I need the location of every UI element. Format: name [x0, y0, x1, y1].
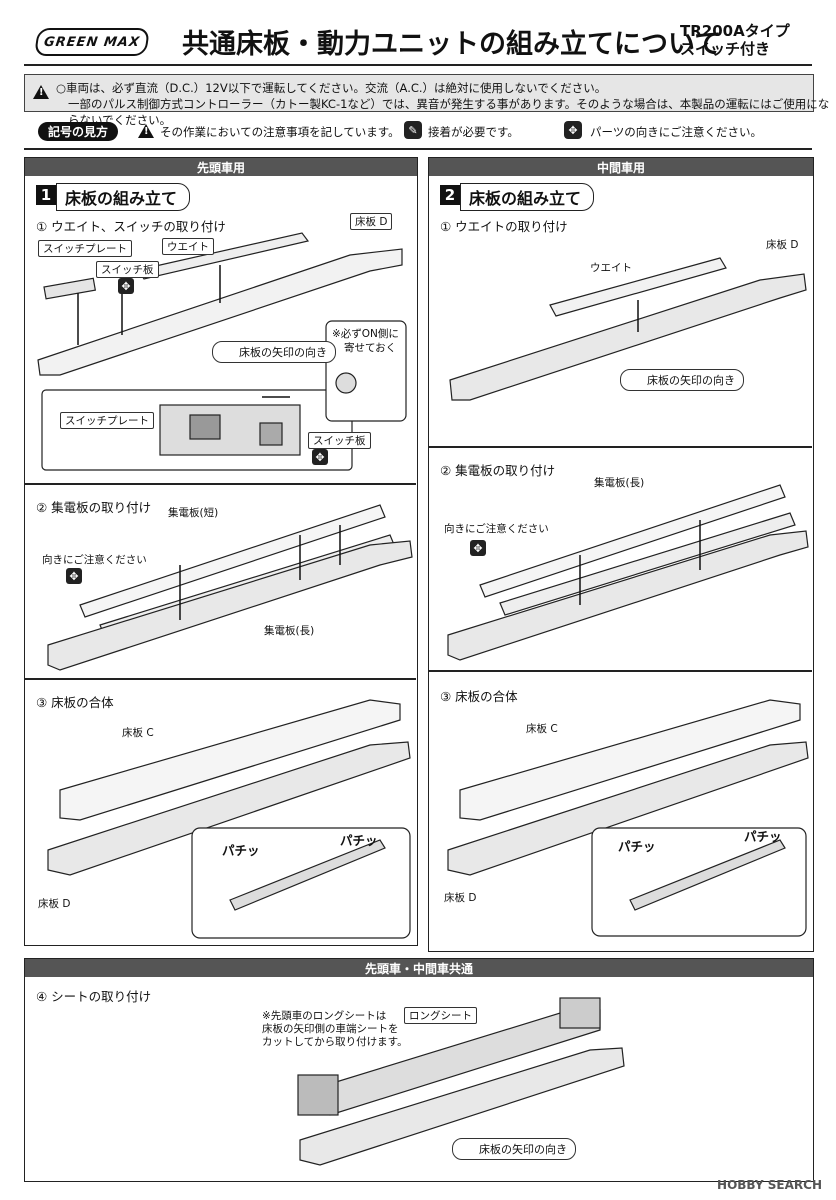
left-sub-2: ② 集電板の取り付け	[36, 500, 152, 515]
legend-badge: 記号の見方	[38, 122, 118, 141]
left-switch-board-inset-label: スイッチ板	[308, 432, 371, 449]
left-weight-label: ウエイト	[162, 238, 214, 255]
left-step2-drawing	[47, 504, 413, 671]
left-collector-orientation-icon: ✥	[66, 568, 82, 584]
left-floor-d-label: 床板 D	[350, 213, 393, 230]
bottom-sub: ④ シートの取り付け	[36, 989, 152, 1004]
right-floor-d-plate	[447, 741, 809, 876]
right-collector-orientation-icon: ✥	[470, 540, 486, 556]
subtitle-line-1: TR200Aタイプ	[680, 22, 790, 40]
cut-note-line-3: カットしてから取り付けます。	[262, 1036, 408, 1048]
left-divider-1	[25, 483, 416, 485]
right-panel-head: 中間車用	[429, 158, 813, 176]
right-floor-d-label: 床板 D	[766, 239, 799, 251]
page-title: 共通床板・動力ユニットの組み立てについて	[182, 29, 722, 60]
left-sub-3: ③ 床板の合体	[36, 695, 114, 710]
long-seat-label: ロングシート	[404, 1007, 477, 1024]
glue-icon: ✎	[404, 121, 422, 139]
switch-plate-part	[43, 277, 97, 300]
left-floor-arrow-direction: 床板の矢印の向き	[212, 341, 336, 363]
bottom-seat-drawing	[297, 997, 625, 1166]
hobby-search-watermark: HOBBY SEARCH	[717, 1178, 822, 1192]
right-floor-plate-2	[447, 530, 809, 661]
right-snap-label-1: パチッ	[618, 839, 656, 854]
right-divider-2	[429, 670, 812, 672]
left-sub-1: ① ウエイト、スイッチの取り付け	[36, 219, 226, 234]
right-collector-part-b	[499, 512, 796, 616]
right-weight-label: ウエイト	[590, 262, 632, 274]
left-floor-plate-2	[47, 540, 413, 671]
right-snap-label-2: パチッ	[744, 829, 782, 844]
notice-text: ○車両は、必ず直流（D.C.）12V以下で運転してください。交流（A.C.）は絶…	[56, 80, 836, 128]
left-floor-c-label: 床板 C	[122, 727, 154, 739]
right-floor-c-label: 床板 C	[526, 723, 558, 735]
right-sub-1: ① ウエイトの取り付け	[440, 219, 568, 234]
right-floor-d-plate	[449, 273, 807, 401]
subtitle-line-2: スイッチ付き	[680, 40, 771, 58]
right-floor-d-label-3: 床板 D	[444, 892, 477, 904]
left-switch-plate-inset-label: スイッチプレート	[60, 412, 154, 429]
page-subtitle: TR200Aタイプ スイッチ付き	[680, 22, 790, 58]
left-inset-orientation-icon: ✥	[312, 449, 328, 465]
left-switch-board-label: スイッチ板	[96, 261, 159, 278]
right-collector-part-a	[479, 484, 786, 598]
header-rule	[24, 64, 812, 66]
left-snap-label-1: パチッ	[222, 843, 260, 858]
caution-icon	[138, 124, 154, 138]
right-step3-drawing	[447, 699, 809, 937]
left-collector-long-label: 集電板(長)	[264, 625, 315, 637]
left-floor-d-label-3: 床板 D	[38, 898, 71, 910]
floor-d-plate	[37, 248, 403, 376]
on-note-line-1: ※必ずON側に	[332, 328, 399, 340]
collector-short-part	[79, 504, 386, 618]
legend-caution-text: その作業においての注意事項を記しています。	[160, 125, 400, 139]
step-2-badge: 2	[440, 185, 460, 205]
legend-glue-text: 接着が必要です。	[428, 125, 519, 139]
cut-note-line-1: ※先頭車のロングシートは	[262, 1010, 387, 1022]
bottom-floor-plate	[299, 1047, 625, 1166]
greenmax-logo: GREEN MAX	[34, 28, 150, 56]
left-step3-drawing	[47, 699, 411, 939]
legend-orientation-text: パーツの向きにご注意ください。	[590, 125, 763, 139]
on-note-line-2: 寄せておく	[344, 342, 397, 354]
orientation-icon: ✥	[564, 121, 582, 139]
legend-rule	[24, 148, 812, 150]
bottom-cut-note: ※先頭車のロングシートは 床板の矢印側の車端シートを カットしてから取り付けます…	[262, 1010, 408, 1049]
warning-icon	[33, 85, 49, 99]
notice-box	[24, 74, 814, 112]
right-divider-1	[429, 446, 812, 448]
right-collector-long-label: 集電板(長)	[594, 477, 645, 489]
left-switch-orientation-icon: ✥	[118, 278, 134, 294]
right-step1-drawing	[449, 257, 807, 401]
left-panel-head: 先頭車用	[25, 158, 417, 176]
left-snap-label-2: パチッ	[340, 833, 378, 848]
end-seat-part	[297, 1074, 339, 1116]
left-orientation-note: 向きにご注意ください	[42, 554, 147, 566]
step-1-title: 床板の組み立て	[56, 183, 191, 211]
bottom-panel-head: 先頭車・中間車共通	[25, 959, 813, 977]
right-floor-c-plate	[459, 699, 801, 821]
left-collector-short-label: 集電板(短)	[168, 507, 219, 519]
left-floor-d-plate	[47, 741, 411, 876]
cut-note-line-2: 床板の矢印側の車端シートを	[262, 1023, 399, 1035]
right-sub-2: ② 集電板の取り付け	[440, 463, 556, 478]
right-floor-arrow-direction: 床板の矢印の向き	[620, 369, 744, 391]
right-weight-part	[549, 257, 727, 317]
left-divider-2	[25, 678, 416, 680]
left-switch-plate-label: スイッチプレート	[38, 240, 132, 257]
left-on-side-note: ※必ずON側に 寄せておく	[332, 327, 399, 355]
notice-line-1: ○車両は、必ず直流（D.C.）12V以下で運転してください。交流（A.C.）は絶…	[56, 81, 607, 95]
bottom-floor-arrow-direction: 床板の矢印の向き	[452, 1138, 576, 1160]
right-orientation-note: 向きにご注意ください	[444, 523, 549, 535]
left-floor-c-plate	[59, 699, 401, 821]
step-1-badge: 1	[36, 185, 56, 205]
step-2-title: 床板の組み立て	[460, 183, 595, 211]
right-step2-drawing	[447, 484, 809, 661]
right-sub-3: ③ 床板の合体	[440, 689, 518, 704]
